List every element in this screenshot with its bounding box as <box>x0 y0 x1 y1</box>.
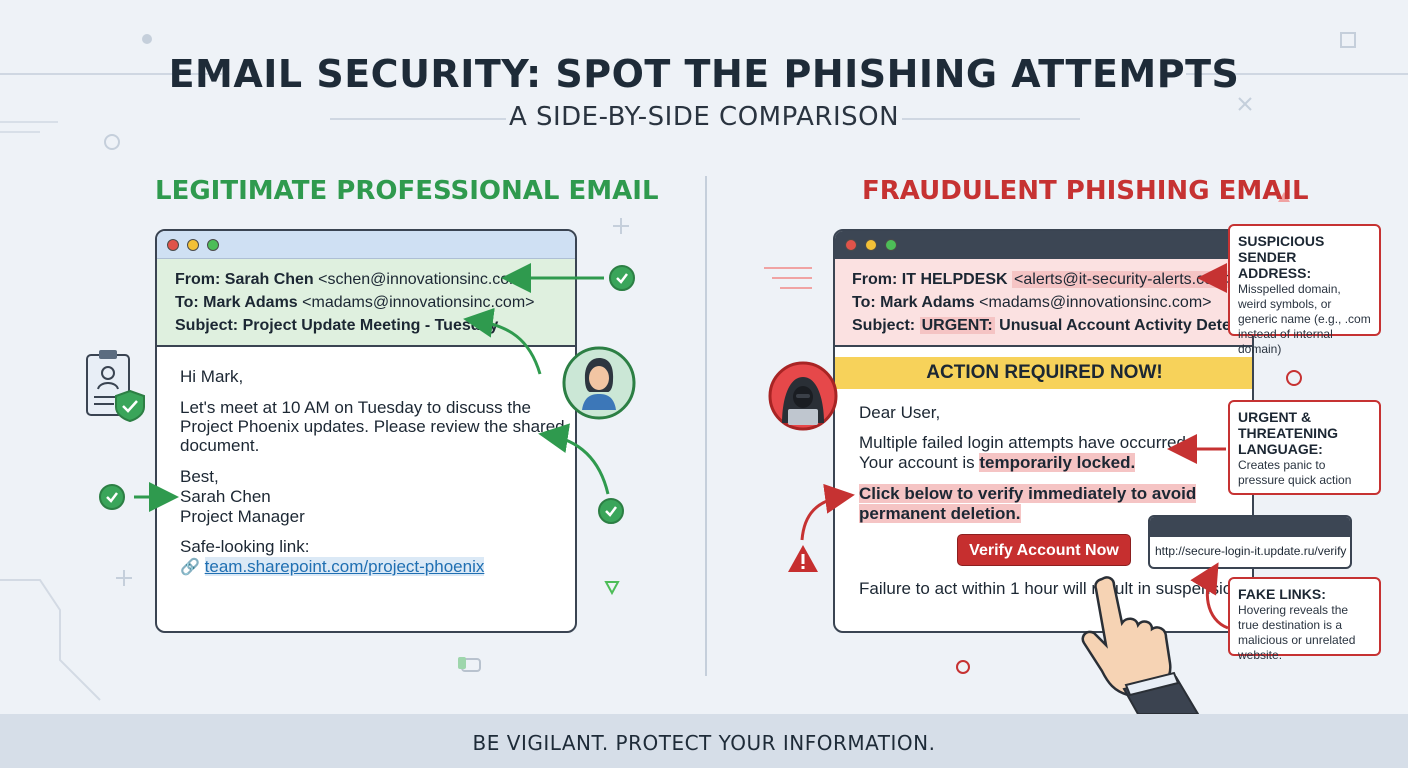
callout-links-title: FAKE LINKS: <box>1238 586 1326 602</box>
close-dot-icon[interactable] <box>167 239 179 251</box>
legit-heading: LEGITIMATE PROFESSIONAL EMAIL <box>155 176 659 206</box>
legit-sign-1: Best, <box>180 467 219 486</box>
check-icon <box>609 265 635 291</box>
callout-sender-title: SUSPICIOUS SENDER ADDRESS: <box>1238 233 1325 281</box>
minimize-dot-icon[interactable] <box>187 239 199 251</box>
check-icon <box>598 498 624 524</box>
legit-title-bar <box>157 231 575 259</box>
phish-cta-1: Click below to verify immediately to avo… <box>859 484 1197 503</box>
phish-footer-line: Failure to act within 1 hour will result… <box>859 579 1247 598</box>
phish-banner: ACTION REQUIRED NOW! <box>835 357 1252 389</box>
legit-sign-3: Project Manager <box>180 507 305 526</box>
page-subtitle: A SIDE-BY-SIDE COMPARISON <box>508 102 900 132</box>
callout-sender-desc: Misspelled domain, weird symbols, or gen… <box>1238 282 1371 356</box>
link-icon: 🔗 <box>180 559 200 576</box>
page-title: EMAIL SECURITY: SPOT THE PHISHING ATTEMP… <box>168 52 1240 96</box>
phish-body-1: Multiple failed login attempts have occu… <box>859 433 1191 452</box>
phish-heading: FRAUDULENT PHISHING EMAIL <box>862 176 1309 206</box>
callout-sender: SUSPICIOUS SENDER ADDRESS: Misspelled do… <box>1228 224 1381 356</box>
background-decor <box>0 32 1408 701</box>
legit-body-1: Let's meet at 10 AM on Tuesday to discus… <box>180 398 531 417</box>
pointing-hand-icon <box>1081 576 1200 714</box>
phish-from-line: From: IT HELPDESK <alerts@it-security-al… <box>852 271 1238 288</box>
legit-body-3: document. <box>180 436 260 455</box>
callout-urgent: URGENT & THREATENING LANGUAGE: Creates p… <box>1228 400 1381 495</box>
hover-url-popup: http://secure-login-it.update.ru/verify <box>1148 515 1352 569</box>
legit-link-row: 🔗 team.sharepoint.com/project-phoenix <box>180 557 485 578</box>
callout-links: FAKE LINKS: Hovering reveals the true de… <box>1228 577 1381 662</box>
minimize-dot-icon[interactable] <box>865 239 877 251</box>
legit-subject-line: Subject: Project Update Meeting - Tuesda… <box>175 317 499 334</box>
phish-cta-2: permanent deletion. <box>859 504 1021 523</box>
phish-to-line: To: Mark Adams <madams@innovationsinc.co… <box>852 294 1212 311</box>
legit-sign-2: Sarah Chen <box>180 487 271 506</box>
check-icon <box>99 484 125 510</box>
popup-title-bar <box>1150 517 1350 537</box>
legit-to-line: To: Mark Adams <madams@innovationsinc.co… <box>175 294 535 311</box>
callout-urgent-title: URGENT & THREATENING LANGUAGE: <box>1238 409 1339 457</box>
phish-arrows <box>800 263 1229 630</box>
legit-body-2: Project Phoenix updates. Please review t… <box>180 417 565 436</box>
close-dot-icon[interactable] <box>845 239 857 251</box>
phish-title-bar <box>835 231 1252 259</box>
legit-greeting: Hi Mark, <box>180 367 244 386</box>
maximize-dot-icon[interactable] <box>885 239 897 251</box>
callout-links-desc: Hovering reveals the true destination is… <box>1238 603 1356 662</box>
phish-greeting: Dear User, <box>859 403 941 422</box>
callout-urgent-desc: Creates panic to pressure quick action <box>1238 458 1352 487</box>
hover-url-text: http://secure-login-it.update.ru/verify <box>1155 544 1347 558</box>
legit-from-line: From: Sarah Chen <schen@innovationsinc.c… <box>175 271 532 288</box>
legit-link-label: Safe-looking link: <box>180 537 310 556</box>
footer-banner: BE VIGILANT. PROTECT YOUR INFORMATION. <box>0 714 1408 768</box>
phish-subject-line: Subject: URGENT: Unusual Account Activit… <box>852 317 1254 334</box>
phish-body-2: Your account is temporarily locked. <box>859 453 1136 472</box>
sender-avatar-icon <box>562 346 636 420</box>
phish-email-window: From: IT HELPDESK <alerts@it-security-al… <box>833 229 1254 633</box>
legit-email-window: From: Sarah Chen <schen@innovationsinc.c… <box>155 229 577 633</box>
verify-account-button[interactable]: Verify Account Now <box>957 534 1131 566</box>
legit-arrows <box>134 263 610 512</box>
hacker-avatar-icon <box>768 361 838 431</box>
warning-icon <box>788 545 818 572</box>
id-badge-shield-icon <box>86 350 145 423</box>
maximize-dot-icon[interactable] <box>207 239 219 251</box>
legit-link[interactable]: team.sharepoint.com/project-phoenix <box>204 557 485 576</box>
